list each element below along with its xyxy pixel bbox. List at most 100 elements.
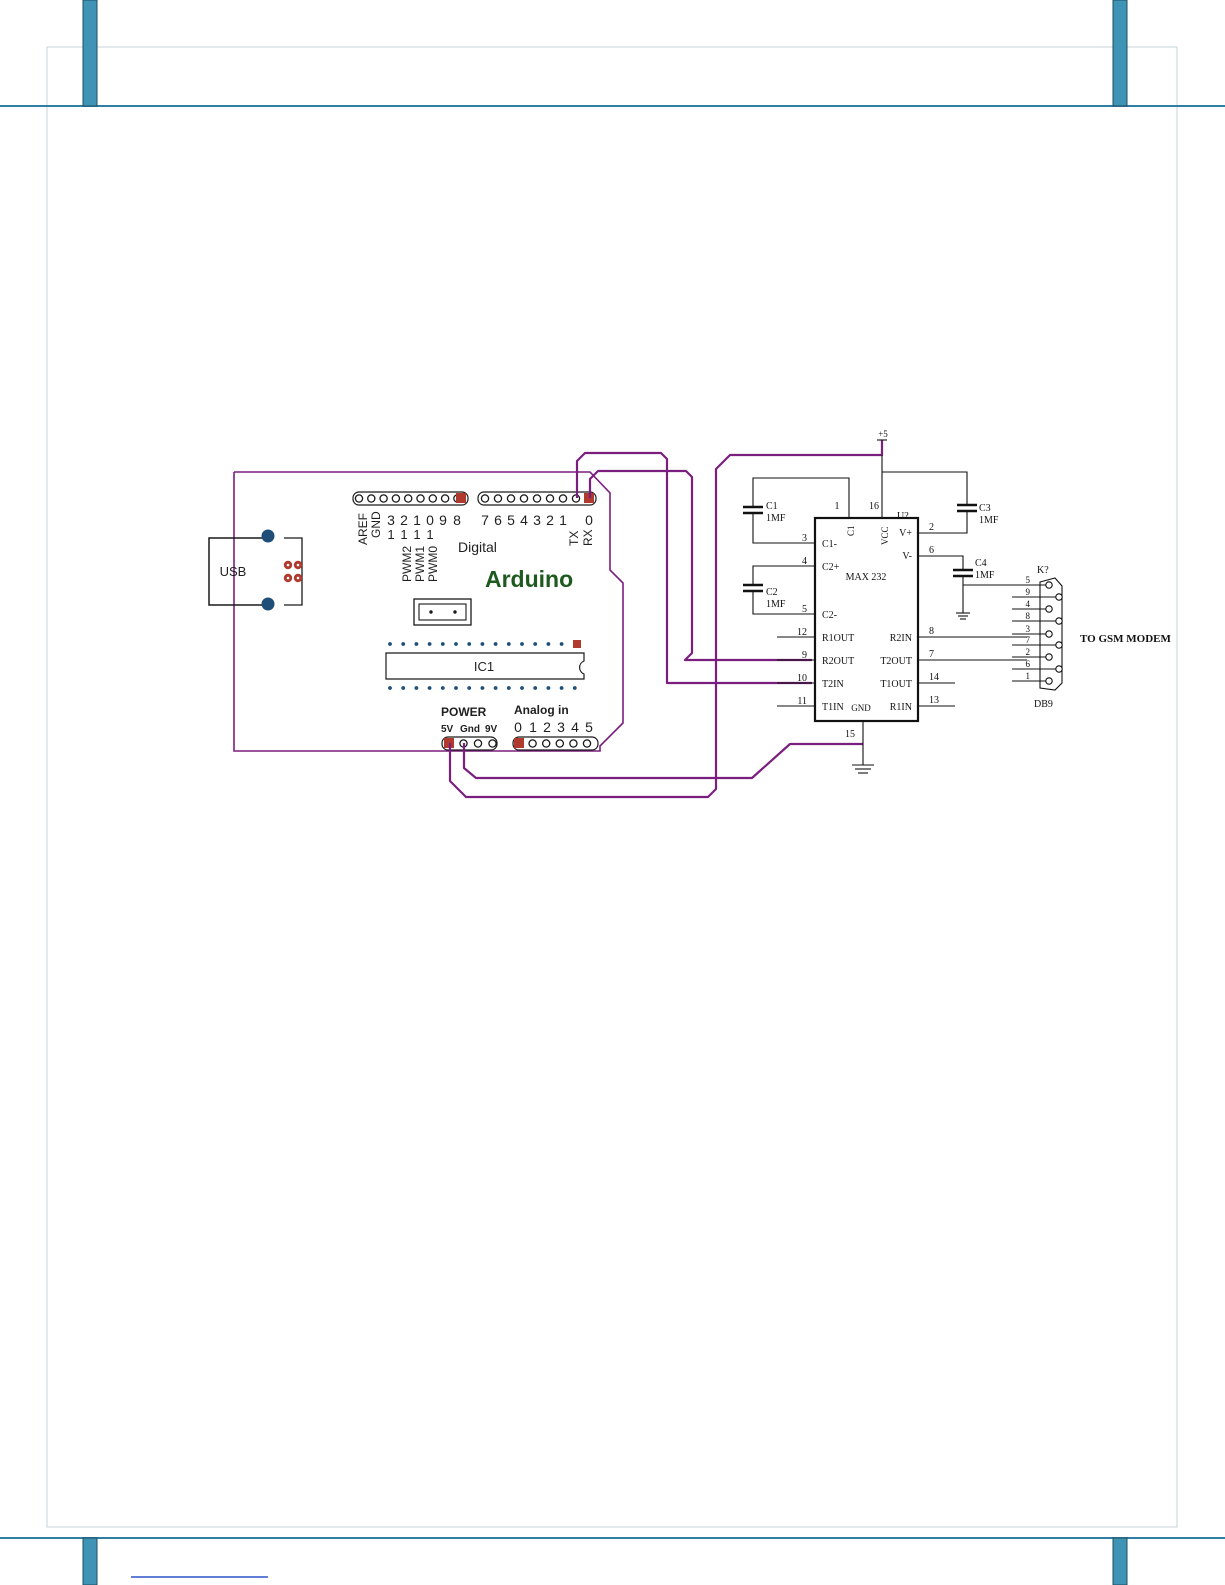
ic-pin-dot bbox=[454, 686, 458, 690]
db9-body bbox=[1039, 577, 1063, 691]
pwm1-label: PWM1 bbox=[413, 546, 427, 582]
header-hole bbox=[541, 739, 551, 748]
pin-tens-10: 1 bbox=[426, 527, 433, 542]
pin-label-6: 6 bbox=[494, 512, 502, 528]
pin-7-num: 7 bbox=[929, 649, 934, 660]
pin-r2out: R2OUT bbox=[822, 656, 854, 667]
pin-label-7: 7 bbox=[481, 512, 489, 528]
pin-t1in: T1IN bbox=[822, 702, 844, 713]
pin-c2plus: C2+ bbox=[822, 562, 840, 573]
header-hole bbox=[473, 739, 483, 748]
pin-label-13: 3 bbox=[387, 512, 395, 528]
analog-label: Analog in bbox=[514, 703, 569, 717]
digital-pin-labels: AREF GND 3 2 1 0 9 8 1 1 1 1 7 6 5 4 3 2… bbox=[356, 511, 595, 592]
c3-value: 1MF bbox=[979, 515, 999, 526]
ic-pin-dot bbox=[506, 642, 511, 646]
ic-pin-dot bbox=[467, 686, 472, 690]
usb-pads bbox=[283, 560, 303, 583]
ic-pin-dot bbox=[388, 642, 392, 646]
c1-value: 1MF bbox=[766, 513, 786, 524]
header-hole bbox=[480, 494, 490, 503]
pin-2-num: 2 bbox=[929, 522, 934, 533]
header-hole bbox=[493, 494, 503, 503]
pin-9-num: 9 bbox=[802, 650, 807, 661]
gsm-modem-label: TO GSM MODEM bbox=[1080, 633, 1171, 645]
c3-name: C3 bbox=[979, 503, 991, 514]
pin-c2minus: C2- bbox=[822, 610, 837, 621]
ic-pin-dot bbox=[559, 686, 564, 690]
max232-body bbox=[813, 516, 920, 723]
ic-pin-dot bbox=[533, 686, 538, 690]
db9-pin-socket bbox=[1045, 677, 1053, 685]
pin-label-5: 5 bbox=[507, 512, 515, 528]
header-hole bbox=[545, 494, 555, 503]
supply-label: +5 bbox=[878, 429, 888, 439]
header-hole bbox=[528, 739, 537, 748]
analog-pin-0: 0 bbox=[514, 719, 522, 735]
max232-gnd-label: GND bbox=[851, 703, 871, 713]
ic-pin-dot bbox=[520, 642, 524, 646]
pin-tens-12: 1 bbox=[400, 527, 407, 542]
usb-connector: USB bbox=[208, 529, 303, 611]
pin-label-8: 8 bbox=[453, 512, 461, 528]
pin-c1minus: C1- bbox=[822, 539, 837, 550]
pin-vminus: V- bbox=[902, 551, 912, 562]
ic-pin-dot bbox=[414, 686, 419, 690]
pin-10-num: 10 bbox=[797, 673, 807, 684]
analog-pin-4: 4 bbox=[571, 719, 579, 735]
ic-pin-dot bbox=[559, 642, 564, 646]
board-outline bbox=[233, 471, 624, 752]
pin-15-num: 15 bbox=[845, 729, 855, 740]
db9-pin-label: 3 bbox=[1026, 624, 1031, 634]
db9-pin-label: 6 bbox=[1026, 659, 1031, 669]
ic-pin-dot bbox=[480, 642, 485, 646]
reset-switch bbox=[413, 598, 472, 626]
header-hole bbox=[428, 494, 438, 503]
pin-14-num: 14 bbox=[929, 672, 939, 683]
pin-t1out: T1OUT bbox=[880, 679, 912, 690]
pin-5-num: 5 bbox=[802, 604, 807, 615]
wire-rx-r2out bbox=[588, 469, 812, 662]
pin-label-3: 3 bbox=[533, 512, 541, 528]
analog-pin-3: 3 bbox=[557, 719, 565, 735]
analog-pin-2: 2 bbox=[543, 719, 551, 735]
digital-label: Digital bbox=[458, 539, 497, 555]
db9-pin-socket bbox=[1045, 581, 1053, 589]
pin-label-1: 1 bbox=[559, 512, 567, 528]
header-hole bbox=[488, 739, 497, 748]
db9-pin-socket bbox=[1045, 630, 1053, 638]
ic-pin-dot bbox=[401, 642, 406, 646]
arduino-board bbox=[233, 471, 624, 752]
pin-8-num: 8 bbox=[929, 626, 934, 637]
ic-pin-dot bbox=[388, 686, 392, 690]
header-hole bbox=[379, 494, 388, 503]
db9-ref: K? bbox=[1037, 565, 1049, 576]
header-hole bbox=[532, 494, 542, 503]
pin-13-num: 13 bbox=[929, 695, 939, 706]
rx-label: RX bbox=[581, 529, 595, 546]
ic-pin-dot bbox=[493, 642, 498, 646]
header-hole bbox=[440, 494, 450, 503]
header-hole bbox=[519, 494, 529, 503]
header-hole bbox=[391, 494, 401, 503]
gnd-pin-label: GND bbox=[369, 511, 383, 538]
db9-pin-socket bbox=[1045, 653, 1053, 661]
wire-tx-t2in bbox=[575, 451, 812, 685]
max232-schematic bbox=[743, 439, 1063, 774]
header-hole bbox=[569, 739, 578, 748]
db9-pin-label: 4 bbox=[1026, 599, 1031, 609]
pin-label-11: 1 bbox=[413, 512, 421, 528]
max232-labels: +5 U? 16 1 C1 VCC MAX 232 GND 15 3 C1- 4… bbox=[766, 429, 1171, 740]
pin-16-num: 16 bbox=[869, 501, 879, 512]
pin-tens-11: 1 bbox=[413, 527, 420, 542]
pin-tens-13: 1 bbox=[387, 527, 394, 542]
header-hole bbox=[506, 494, 516, 503]
header-hole bbox=[354, 494, 364, 503]
db9-pin-label: 8 bbox=[1026, 611, 1031, 621]
db9-pin-label: 2 bbox=[1026, 647, 1031, 657]
wires bbox=[448, 440, 884, 799]
pin-label-4: 4 bbox=[520, 512, 528, 528]
max232-ref: U? bbox=[897, 511, 909, 522]
db9-pin-socket bbox=[1055, 617, 1063, 625]
